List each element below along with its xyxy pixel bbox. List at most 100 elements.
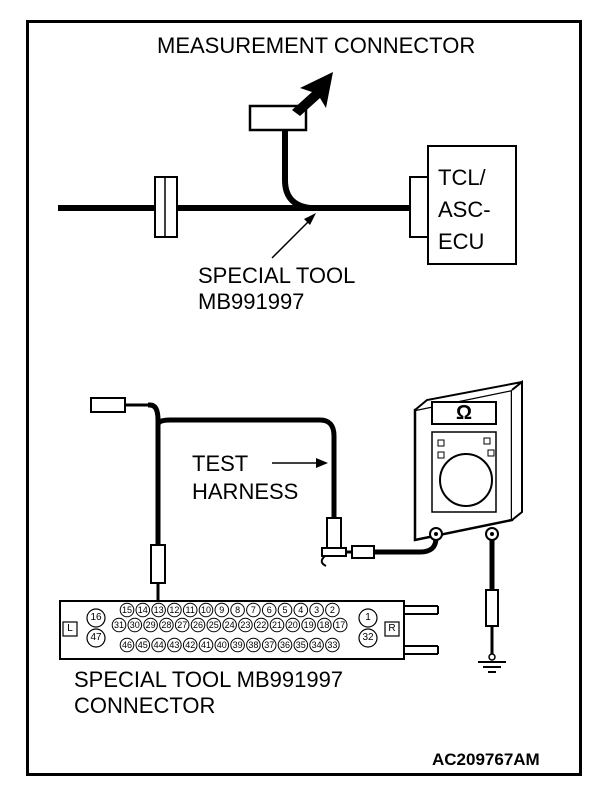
connector-pin-label: 11 bbox=[186, 605, 195, 615]
connector-pin-label: 43 bbox=[169, 640, 179, 650]
inline-connector bbox=[154, 176, 178, 238]
connector-side-right: R bbox=[388, 623, 396, 634]
connector-pin-label: 38 bbox=[248, 640, 258, 650]
connector-pin bbox=[332, 617, 348, 633]
connector-pin-label: 8 bbox=[235, 605, 240, 615]
connector-pin-label: 18 bbox=[319, 620, 329, 630]
connector-pin bbox=[206, 617, 222, 633]
ground-icon bbox=[478, 653, 506, 673]
connector-pin-label: 31 bbox=[114, 620, 124, 630]
meter-ohm-symbol: Ω bbox=[455, 402, 473, 424]
connector-pin bbox=[238, 617, 253, 633]
connector-pin-label: 6 bbox=[267, 605, 272, 615]
connector-pin-label: 34 bbox=[312, 640, 322, 650]
connector-pin bbox=[246, 637, 261, 653]
connector-right-top-pin: 1 bbox=[365, 612, 371, 623]
connector-pin-label: 30 bbox=[130, 620, 140, 630]
harness-clip bbox=[326, 517, 342, 549]
connector-pin-label: 27 bbox=[177, 620, 187, 630]
connector-pin-label: 42 bbox=[185, 640, 195, 650]
connector-pin bbox=[285, 617, 301, 633]
connector-pin bbox=[325, 637, 340, 653]
connector-pin bbox=[198, 602, 214, 618]
connector-left-top-pin: 16 bbox=[90, 612, 102, 623]
connector-pin-label: 40 bbox=[217, 640, 227, 650]
connector-pin-label: 23 bbox=[240, 620, 250, 630]
probe-terminal bbox=[90, 397, 126, 413]
connector-pin-label: 26 bbox=[193, 620, 203, 630]
multimeter-icon bbox=[413, 379, 523, 542]
connector-pin bbox=[182, 602, 198, 618]
connector-pin-label: 46 bbox=[122, 640, 132, 650]
connector-pin bbox=[277, 637, 293, 653]
connector-pin-label: 22 bbox=[256, 620, 266, 630]
connector-pin bbox=[293, 637, 309, 653]
connector-pin-label: 12 bbox=[169, 605, 179, 615]
connector-pin bbox=[230, 637, 245, 653]
connector-pin bbox=[246, 602, 261, 618]
connector-pin-label: 19 bbox=[304, 620, 314, 630]
connector-pin-label: 5 bbox=[282, 605, 287, 615]
connector-pin-label: 9 bbox=[219, 605, 224, 615]
connector-pin-label: 28 bbox=[161, 620, 171, 630]
connector-pin bbox=[325, 602, 340, 618]
connector-pin bbox=[301, 617, 316, 633]
connector-pin-label: 24 bbox=[225, 620, 235, 630]
connector-pin bbox=[198, 637, 214, 653]
special-tool-label-line2: MB991997 bbox=[198, 289, 305, 314]
connector-pin bbox=[230, 602, 245, 618]
connector-pin bbox=[277, 602, 293, 618]
connector-pin-label: 37 bbox=[264, 640, 274, 650]
connector-pin-label: 3 bbox=[314, 605, 319, 615]
connector-pin bbox=[309, 602, 324, 618]
connector-pin bbox=[143, 617, 158, 633]
connector-pin-label: 45 bbox=[138, 640, 148, 650]
connector-pin bbox=[182, 637, 198, 653]
connector-pin-label: 36 bbox=[280, 640, 290, 650]
connector-pin bbox=[119, 602, 135, 618]
connector-pin bbox=[159, 617, 174, 633]
connector-pin-label: 29 bbox=[146, 620, 156, 630]
figure-id: AC209767AM bbox=[432, 750, 540, 769]
connector-pin bbox=[135, 637, 151, 653]
connector-pin bbox=[269, 617, 285, 633]
connector-pin bbox=[135, 602, 151, 618]
test-harness-label-line1: TEST bbox=[192, 451, 249, 476]
connector-pin-label: 39 bbox=[233, 640, 243, 650]
connector-pin-label: 14 bbox=[138, 605, 148, 615]
connector-pin-label: 21 bbox=[272, 620, 282, 630]
connector-pin-label: 44 bbox=[154, 640, 164, 650]
connector-pin bbox=[261, 637, 277, 653]
connector-left-bottom-pin: 47 bbox=[90, 632, 102, 643]
ecu-box bbox=[427, 145, 517, 265]
connector-pin-label: 25 bbox=[209, 620, 219, 630]
ecu-label-line2: ASC- bbox=[438, 197, 491, 222]
connector-pin bbox=[214, 637, 230, 653]
connector-pin bbox=[222, 617, 237, 633]
connector-pin-label: 4 bbox=[298, 605, 303, 615]
figure-frame bbox=[26, 20, 582, 776]
ecu-label-line3: ECU bbox=[438, 229, 485, 254]
connector-pin-label: 7 bbox=[251, 605, 256, 615]
connector-pin bbox=[167, 637, 182, 653]
connector-pin-label: 41 bbox=[201, 640, 211, 650]
connector-pin bbox=[293, 602, 309, 618]
connector-pin-label: 15 bbox=[122, 605, 132, 615]
connector-pin bbox=[317, 617, 332, 633]
connector-pin bbox=[111, 617, 127, 633]
test-arrow-icon bbox=[316, 458, 328, 468]
connector-probe bbox=[150, 544, 166, 584]
special-tool-label-line1: SPECIAL TOOL bbox=[198, 263, 356, 288]
connector-pin bbox=[151, 602, 166, 618]
connector-pin bbox=[167, 602, 182, 618]
pointer-arrow-icon bbox=[304, 213, 316, 225]
ground-probe bbox=[485, 589, 499, 627]
test-harness-wire bbox=[155, 417, 337, 520]
connector-pin-label: 35 bbox=[296, 640, 306, 650]
connector-pin bbox=[190, 617, 206, 633]
connector-pin-label: 10 bbox=[201, 605, 211, 615]
ecu-label-line1: TCL/ bbox=[438, 165, 486, 190]
connector-pin-label: 17 bbox=[335, 620, 345, 630]
branch-wire bbox=[282, 128, 311, 211]
